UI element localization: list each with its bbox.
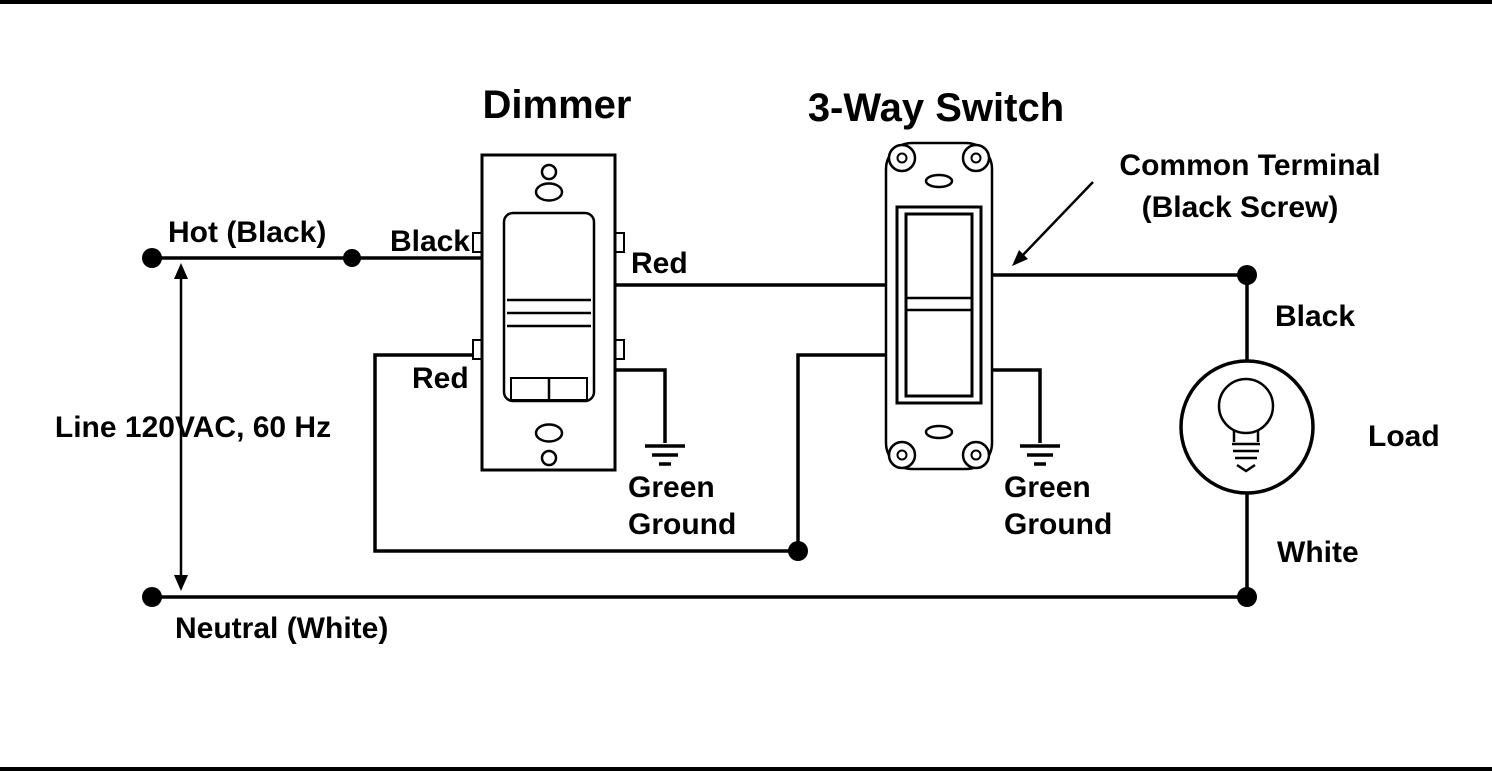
junction-dot xyxy=(1237,587,1257,607)
dimmer-device xyxy=(472,153,625,472)
dimmer-ground-symbol xyxy=(645,444,685,466)
top-border xyxy=(0,0,1492,4)
arrow-down-icon xyxy=(174,575,188,591)
wires xyxy=(152,256,1249,599)
junction-dot xyxy=(788,541,808,561)
dimmer-ground-label-line1: Green xyxy=(628,471,715,504)
junction-dot xyxy=(142,587,162,607)
switch-ground-label-line2: Ground xyxy=(1004,508,1112,541)
dimmer-rocker xyxy=(502,211,596,403)
three-way-switch-device xyxy=(884,141,994,471)
bottom-border xyxy=(0,767,1492,771)
switch-ground-symbol xyxy=(1020,444,1060,466)
bulb-tip xyxy=(1236,463,1256,473)
red-wire-bottom-label: Red xyxy=(412,362,469,395)
junction-dots xyxy=(142,248,1257,607)
dimmer-title: Dimmer xyxy=(483,83,632,127)
junction-dot xyxy=(1237,265,1257,285)
switch-slot xyxy=(924,424,954,440)
junction-dot xyxy=(142,248,162,268)
switch-screw-center xyxy=(896,152,908,164)
light-bulb-icon xyxy=(1217,377,1275,473)
dimmer-ground-wire xyxy=(615,368,667,443)
neutral-label: Neutral (White) xyxy=(175,612,388,645)
white-load-label: White xyxy=(1277,536,1359,569)
dimmer-screw-hole xyxy=(540,449,558,467)
switch-ground-label-line1: Green xyxy=(1004,471,1091,504)
switch-ground-wire xyxy=(992,368,1042,443)
black-load-label: Black xyxy=(1275,300,1355,333)
junction-dot xyxy=(343,249,361,267)
pointer-line xyxy=(1020,181,1094,258)
switch-screw-center xyxy=(970,152,982,164)
hot-label: Hot (Black) xyxy=(168,216,326,249)
dimmer-screw-hole xyxy=(540,163,558,181)
common-to-load-wire xyxy=(992,273,1249,361)
switch-slot xyxy=(924,173,954,189)
line-voltage-arrow xyxy=(174,263,188,591)
dimmer-slot xyxy=(534,423,564,443)
load-label: Load xyxy=(1368,420,1440,453)
text-labels: Dimmer 3-Way Switch Common Terminal (Bla… xyxy=(55,83,1440,645)
switch-screw-center xyxy=(896,449,908,461)
red-wire-bottom xyxy=(373,353,886,553)
dimmer-ground-label-line2: Ground xyxy=(628,508,736,541)
line-voltage-label: Line 120VAC, 60 Hz xyxy=(55,411,331,444)
switch-title: 3-Way Switch xyxy=(808,86,1064,130)
arrow-up-icon xyxy=(174,263,188,279)
bulb-globe xyxy=(1217,377,1275,435)
switch-screw-center xyxy=(970,449,982,461)
common-terminal-label-line1: Common Terminal xyxy=(1119,149,1380,182)
black-wire-label: Black xyxy=(390,225,470,258)
switch-rocker xyxy=(904,212,974,398)
dimmer-slot xyxy=(534,182,564,202)
pointer-arrowhead-icon xyxy=(1012,250,1028,266)
red-wire-top-label: Red xyxy=(631,247,688,280)
load-device xyxy=(1179,359,1315,495)
common-terminal-label-line2: (Black Screw) xyxy=(1142,191,1339,224)
common-terminal-pointer xyxy=(1012,181,1094,266)
